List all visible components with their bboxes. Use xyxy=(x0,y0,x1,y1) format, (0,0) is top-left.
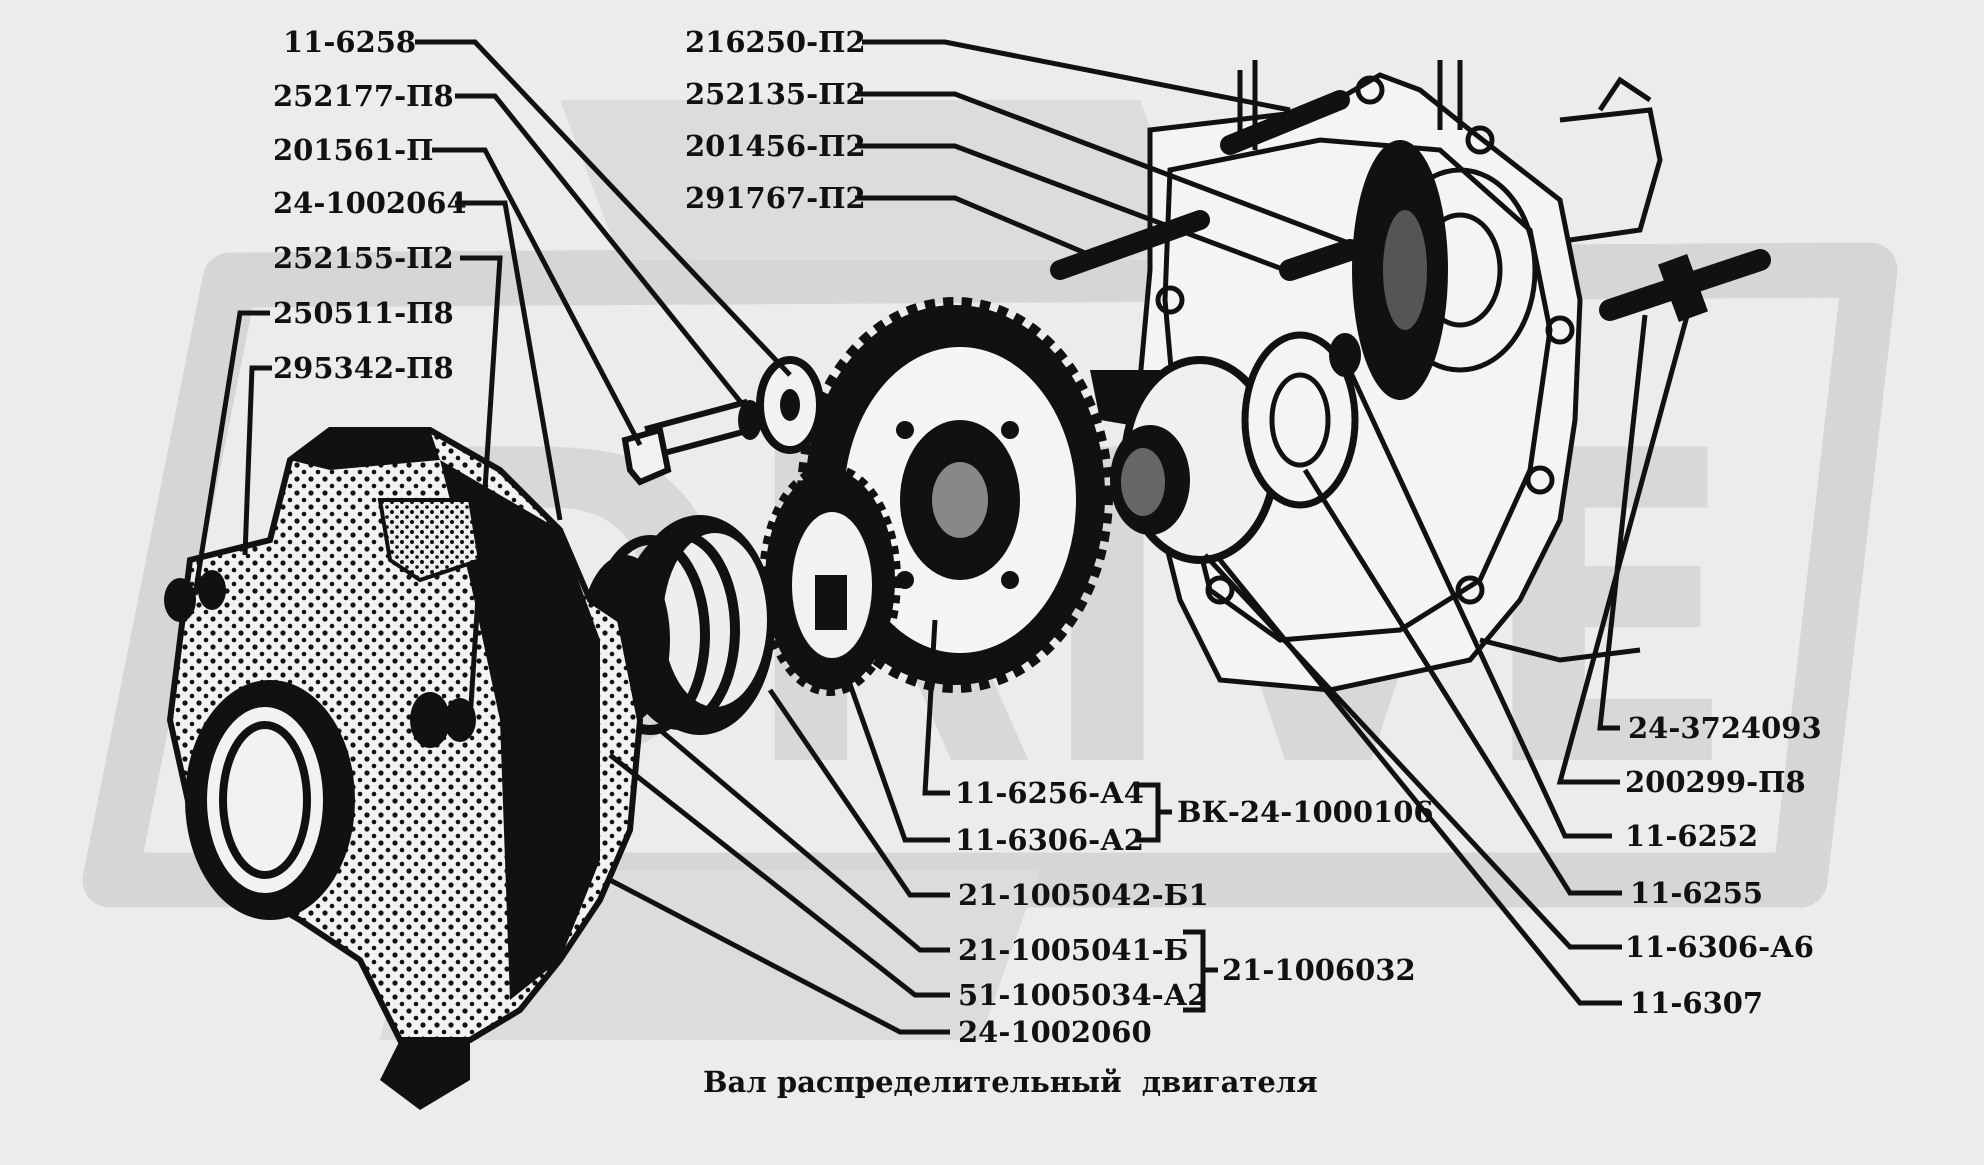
diagram-caption: Вал распределительный двигателя xyxy=(703,1065,1318,1099)
label-24-3724093: 24-3724093 xyxy=(1628,711,1822,745)
group-label-vk-24-1000106: ВК-24-1000106 xyxy=(1177,795,1434,829)
bolt-and-washer xyxy=(621,356,824,486)
label-252135-p2: 252135-П2 xyxy=(685,77,866,111)
label-11-6256-a4: 11-6256-А4 xyxy=(955,776,1144,810)
label-216250-p2: 216250-П2 xyxy=(685,25,866,59)
label-201456-p2: 201456-П2 xyxy=(685,129,866,163)
label-51-1005034-a2: 51-1005034-А2 xyxy=(958,978,1207,1012)
label-252155-p2: 252155-П2 xyxy=(273,241,454,275)
group-label-21-1006032: 21-1006032 xyxy=(1222,953,1416,987)
label-11-6306-a2: 11-6306-А2 xyxy=(955,823,1144,857)
label-252177-p8: 252177-П8 xyxy=(273,79,454,113)
leader-lines xyxy=(192,39,1693,1035)
label-11-6258: 11-6258 xyxy=(283,25,416,59)
part-labels: 11-6258 252177-П8 201561-П 24-1002064 25… xyxy=(273,25,1822,1049)
label-24-1002064: 24-1002064 xyxy=(273,186,467,220)
label-21-1005042-b1: 21-1005042-Б1 xyxy=(958,878,1209,912)
label-21-1005041-b: 21-1005041-Б xyxy=(958,933,1188,967)
thrust-flange xyxy=(1090,331,1361,564)
label-11-6252: 11-6252 xyxy=(1625,819,1758,853)
label-24-1002060: 24-1002060 xyxy=(958,1015,1152,1049)
small-gear xyxy=(759,464,901,696)
group-brackets xyxy=(1135,782,1218,1013)
camshaft-flange xyxy=(1352,140,1448,400)
label-11-6255: 11-6255 xyxy=(1630,876,1763,910)
label-295342-p8: 295342-П8 xyxy=(273,351,454,385)
camshaft-gear xyxy=(797,297,1113,693)
label-11-6307: 11-6307 xyxy=(1630,986,1763,1020)
label-250511-p8: 250511-П8 xyxy=(273,296,454,330)
label-11-6306-a6: 11-6306-А6 xyxy=(1625,930,1814,964)
label-201561-p: 201561-П xyxy=(273,133,434,167)
label-291767-p2: 291767-П2 xyxy=(685,181,866,215)
label-200299-p8: 200299-П8 xyxy=(1625,765,1806,799)
